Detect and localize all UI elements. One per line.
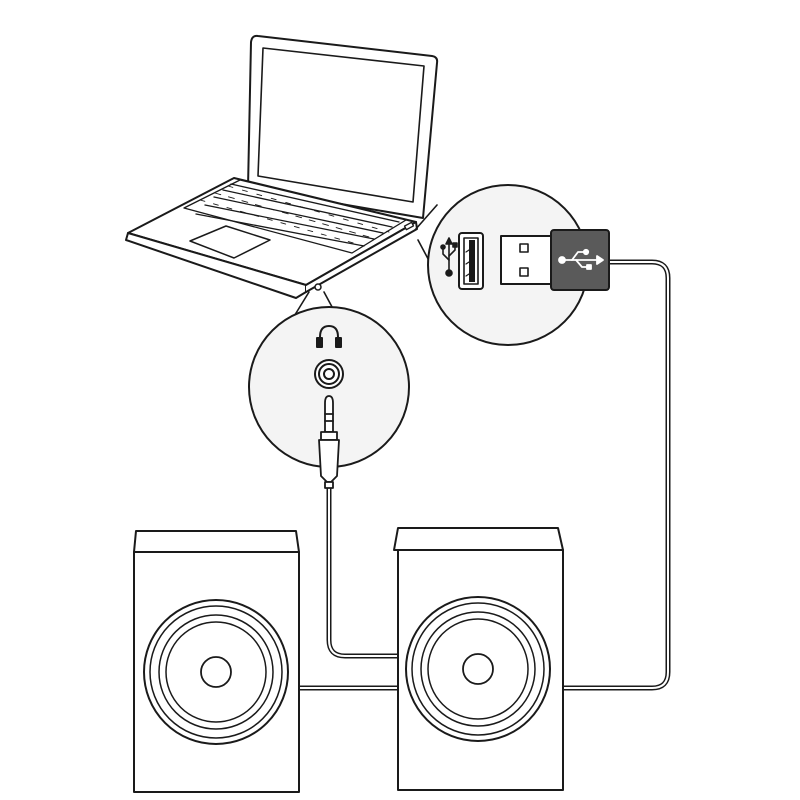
laptop-keyboard [183, 179, 407, 254]
speaker-left [133, 530, 300, 793]
usb-cable [560, 259, 671, 691]
usb-plug-trident-icon [558, 248, 604, 270]
speaker-left-dustcap [200, 656, 232, 688]
audio-callout [248, 306, 410, 489]
laptop-screen [257, 47, 425, 203]
usb-plug-icon [500, 229, 610, 291]
usb-callout [427, 184, 610, 346]
audio-plug-icon [318, 395, 340, 489]
usb-port-icon [458, 232, 484, 290]
usb-trident-icon [440, 237, 458, 277]
headphones-icon [316, 325, 342, 348]
laptop-icon [125, 34, 439, 299]
laptop-audio-port [314, 283, 322, 291]
laptop-usb-port [403, 221, 415, 231]
laptop-trackpad [189, 225, 271, 259]
audio-cable [326, 483, 401, 659]
speaker-right [393, 527, 564, 791]
audio-jack-port-icon [314, 359, 344, 389]
speaker-right-dustcap [462, 653, 494, 685]
